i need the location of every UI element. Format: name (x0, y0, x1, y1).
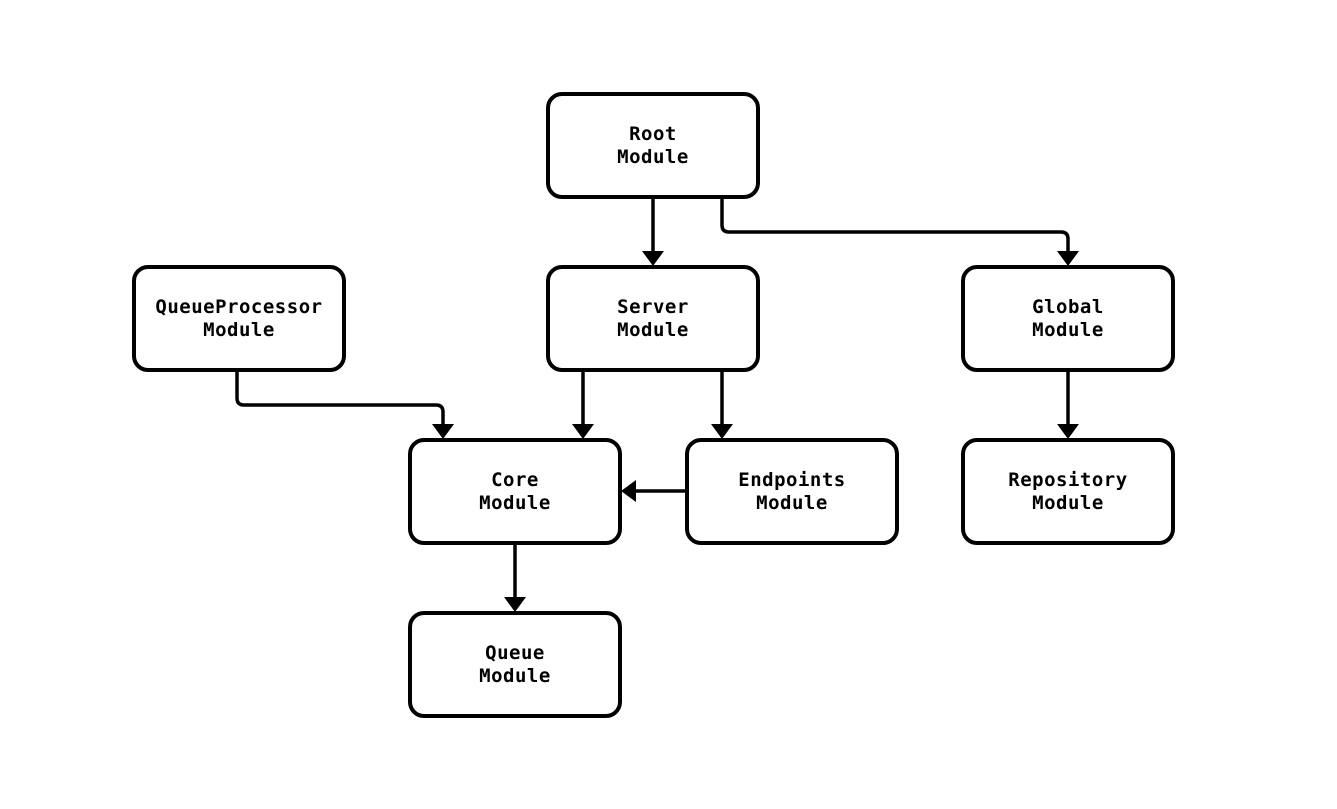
node-label-primary: QueueProcessor (155, 296, 322, 318)
node-label-secondary: Module (479, 492, 551, 514)
node-label-secondary: Module (203, 319, 275, 341)
node-label-primary: Server (617, 296, 689, 318)
edge-endpoints-to-core (621, 480, 687, 502)
node-label-primary: Root (629, 123, 677, 145)
node-label-secondary: Module (479, 665, 551, 687)
arrowhead-icon (572, 424, 594, 439)
node-shape[interactable] (408, 438, 622, 545)
edge-root-to-global (720, 197, 1079, 266)
edge-global-to-repository (1057, 370, 1079, 439)
edge-line (720, 197, 1070, 255)
node-label-primary: Global (1032, 296, 1104, 318)
node-shape[interactable] (685, 438, 899, 545)
arrowhead-icon (432, 424, 454, 439)
edge-root-to-server (642, 197, 664, 266)
edge-server-to-core (572, 370, 594, 439)
node-label-secondary: Module (1032, 492, 1104, 514)
edge-line (235, 371, 445, 428)
nodes-layer: RootModuleQueueProcessorModuleServerModu… (132, 92, 1175, 718)
arrowhead-icon (504, 597, 526, 612)
node-shape[interactable] (408, 611, 622, 718)
arrowhead-icon (621, 480, 636, 502)
node-label-primary: Repository (1008, 469, 1127, 491)
node-shape[interactable] (546, 92, 760, 199)
node-shape[interactable] (132, 265, 346, 372)
arrowhead-icon (711, 424, 733, 439)
node-label-primary: Core (491, 469, 539, 491)
node-shape[interactable] (961, 265, 1175, 372)
arrowhead-icon (1057, 424, 1079, 439)
edge-queueprocessor-to-core (235, 371, 454, 439)
node-label-secondary: Module (756, 492, 828, 514)
node-label-secondary: Module (1032, 319, 1104, 341)
arrowhead-icon (642, 251, 664, 266)
node-shape[interactable] (961, 438, 1175, 545)
node-shape[interactable] (546, 265, 760, 372)
node-label-primary: Endpoints (738, 469, 845, 491)
edges-layer (235, 197, 1079, 612)
node-label-secondary: Module (617, 146, 689, 168)
node-label-secondary: Module (617, 319, 689, 341)
node-label-primary: Queue (485, 642, 545, 664)
edge-core-to-queue (504, 543, 526, 612)
arrowhead-icon (1057, 251, 1079, 266)
edge-server-to-endpoints (711, 370, 733, 439)
